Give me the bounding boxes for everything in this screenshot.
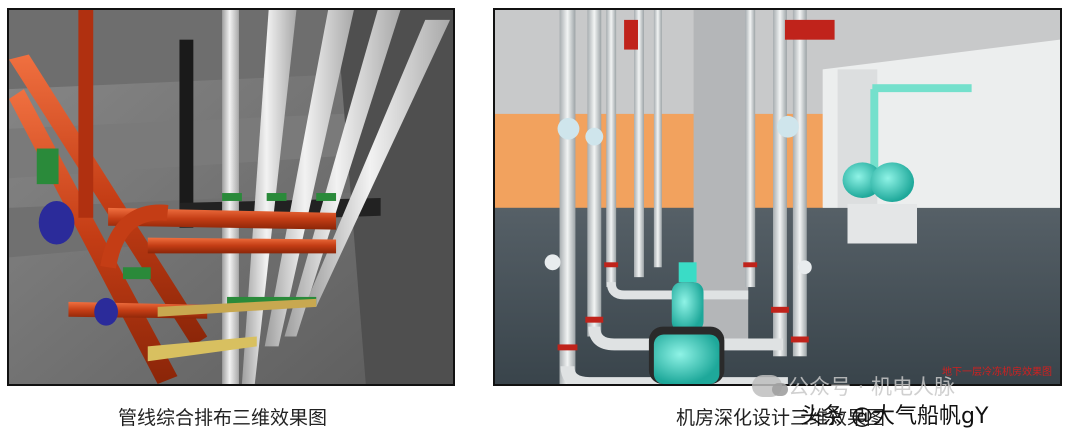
wechat-watermark-text: 公众号 · 机电人脉 <box>788 375 956 399</box>
wechat-watermark: 公众号 · 机电人脉 <box>752 371 955 401</box>
machine-room-render-image: 地下一层冷冻机房效果图 <box>493 8 1062 386</box>
render-corner-note: 地下一层冷冻机房效果图 <box>942 367 1052 378</box>
wechat-icon <box>752 375 788 397</box>
right-caption: 机房深化设计三维效果图 <box>676 407 886 429</box>
toutiao-watermark: 头条 @大气船帆gY <box>800 404 989 429</box>
pipeline-render-image <box>7 8 455 386</box>
left-caption: 管线综合排布三维效果图 <box>118 407 328 429</box>
